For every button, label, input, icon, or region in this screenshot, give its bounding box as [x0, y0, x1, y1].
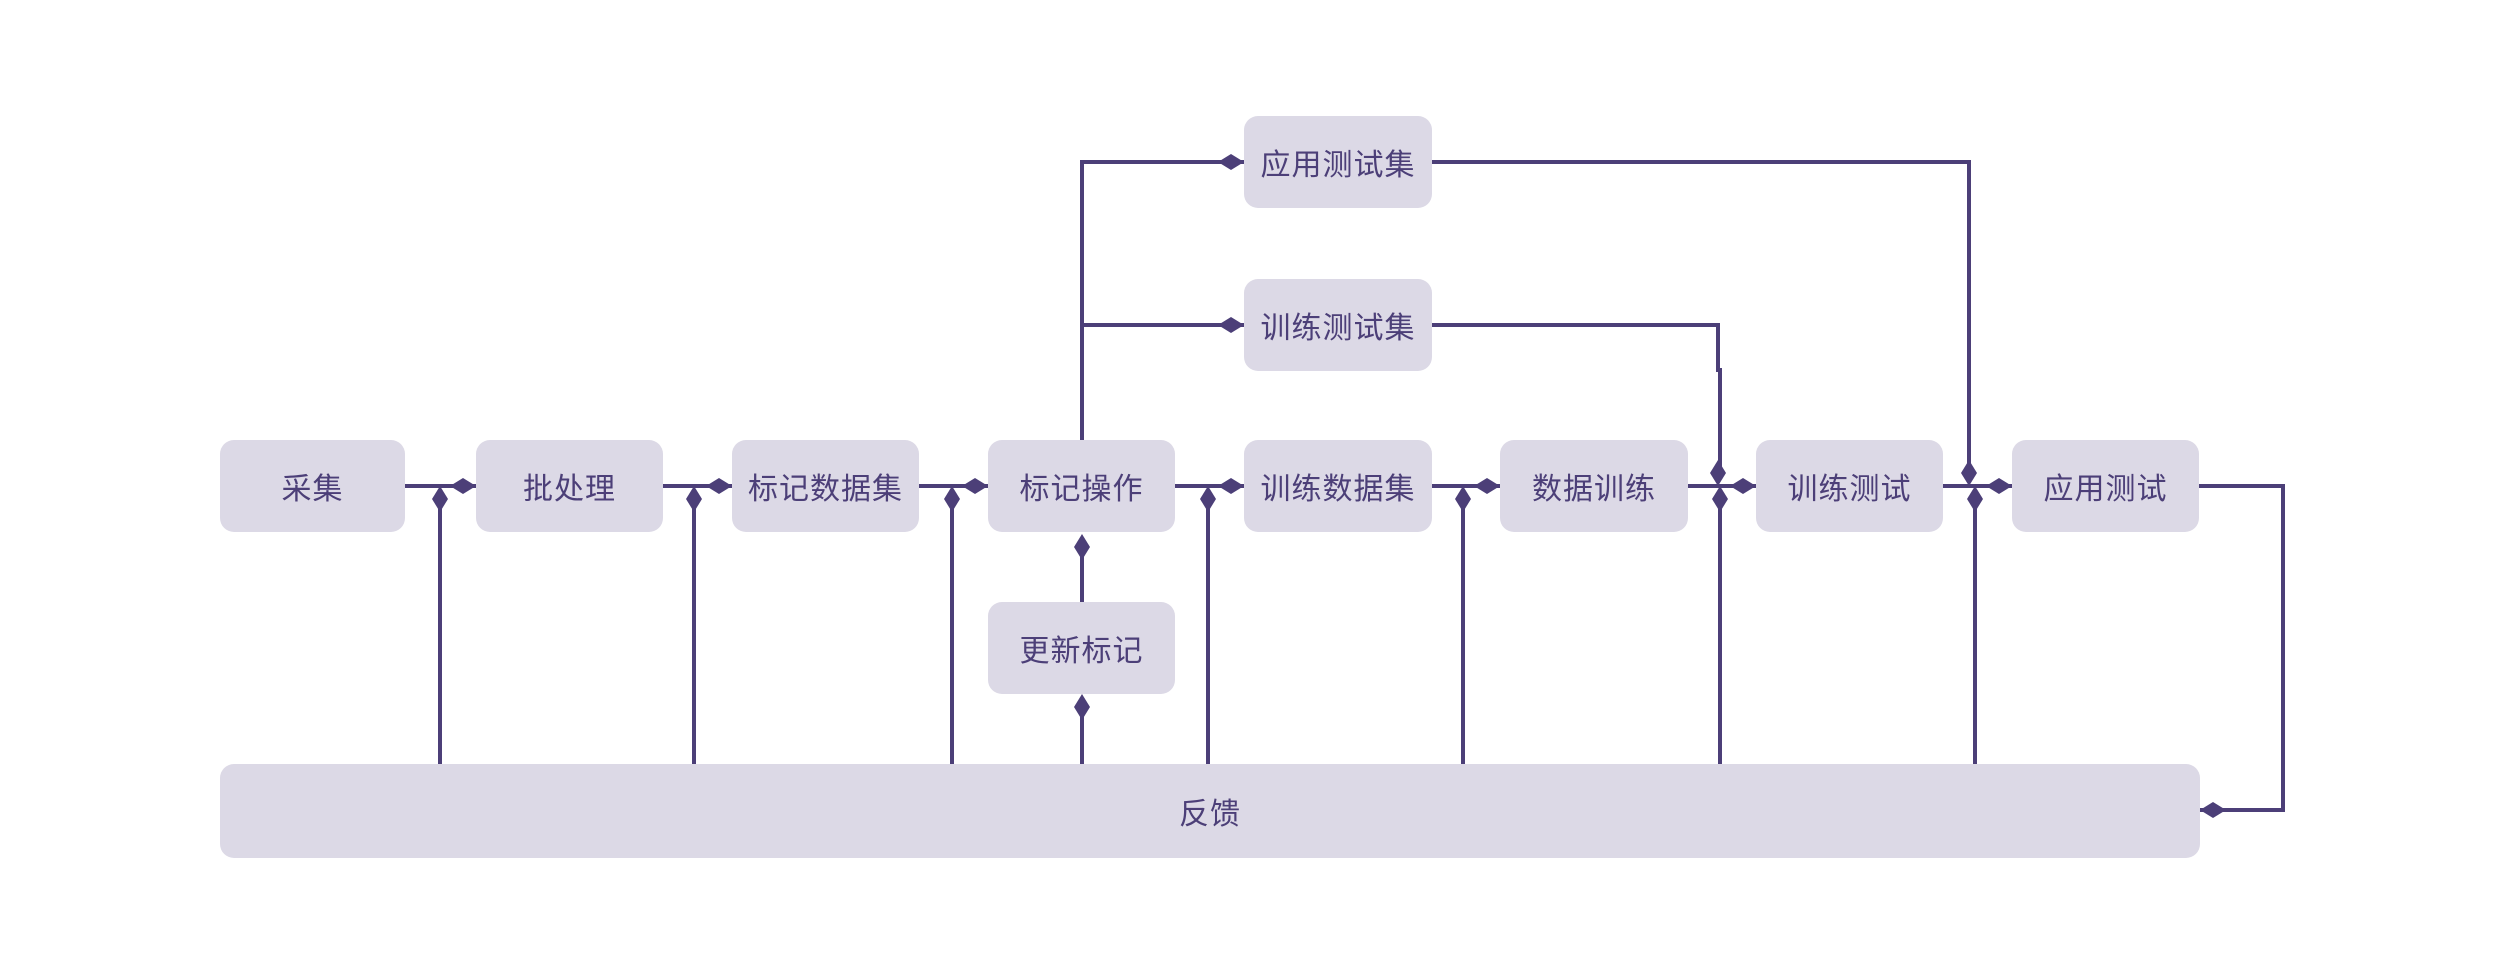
diamond-marker: [962, 478, 988, 494]
diamond-marker: [1730, 478, 1756, 494]
node-feedback[interactable]: 反馈: [220, 764, 2200, 858]
node-label-op[interactable]: 标记操作: [988, 440, 1175, 532]
diamond-marker: [1474, 478, 1500, 494]
node-batch[interactable]: 批处理: [476, 440, 663, 532]
diamond-marker: [450, 478, 476, 494]
diamond-marker: [1712, 486, 1728, 512]
diamond-marker: [1074, 694, 1090, 720]
edge-train-test-set-train-test: [1432, 323, 1722, 476]
diamond-marker: [1074, 534, 1090, 560]
node-update-label[interactable]: 更新标记: [988, 602, 1175, 694]
diamond-marker: [706, 478, 732, 494]
diamond-marker: [1218, 478, 1244, 494]
node-app-test-set[interactable]: 应用测试集: [1244, 116, 1432, 208]
diamond-marker: [1961, 460, 1977, 486]
diamond-marker: [432, 486, 448, 512]
edge-app-test-set-app-test: [1432, 160, 1971, 476]
node-app-test[interactable]: 应用测试: [2012, 440, 2199, 532]
diamond-marker: [1218, 154, 1244, 170]
diamond-marker: [2200, 802, 2226, 818]
node-collect[interactable]: 采集: [220, 440, 405, 532]
diamond-marker: [1200, 486, 1216, 512]
node-train-test[interactable]: 训练测试: [1756, 440, 1943, 532]
diamond-marker: [1967, 486, 1983, 512]
node-data-training[interactable]: 数据训练: [1500, 440, 1688, 532]
edge-app-test-feedback: [2199, 484, 2285, 812]
diamond-marker: [686, 486, 702, 512]
node-train-dataset[interactable]: 训练数据集: [1244, 440, 1432, 532]
diamond-marker: [1710, 460, 1726, 486]
diamond-marker: [944, 486, 960, 512]
diamond-marker: [1986, 478, 2012, 494]
node-labeled-dataset[interactable]: 标记数据集: [732, 440, 919, 532]
diamond-marker: [1218, 317, 1244, 333]
diamond-marker: [1455, 486, 1471, 512]
node-train-test-set[interactable]: 训练测试集: [1244, 279, 1432, 371]
edge-label-op-app-test-set: [1080, 160, 1244, 440]
